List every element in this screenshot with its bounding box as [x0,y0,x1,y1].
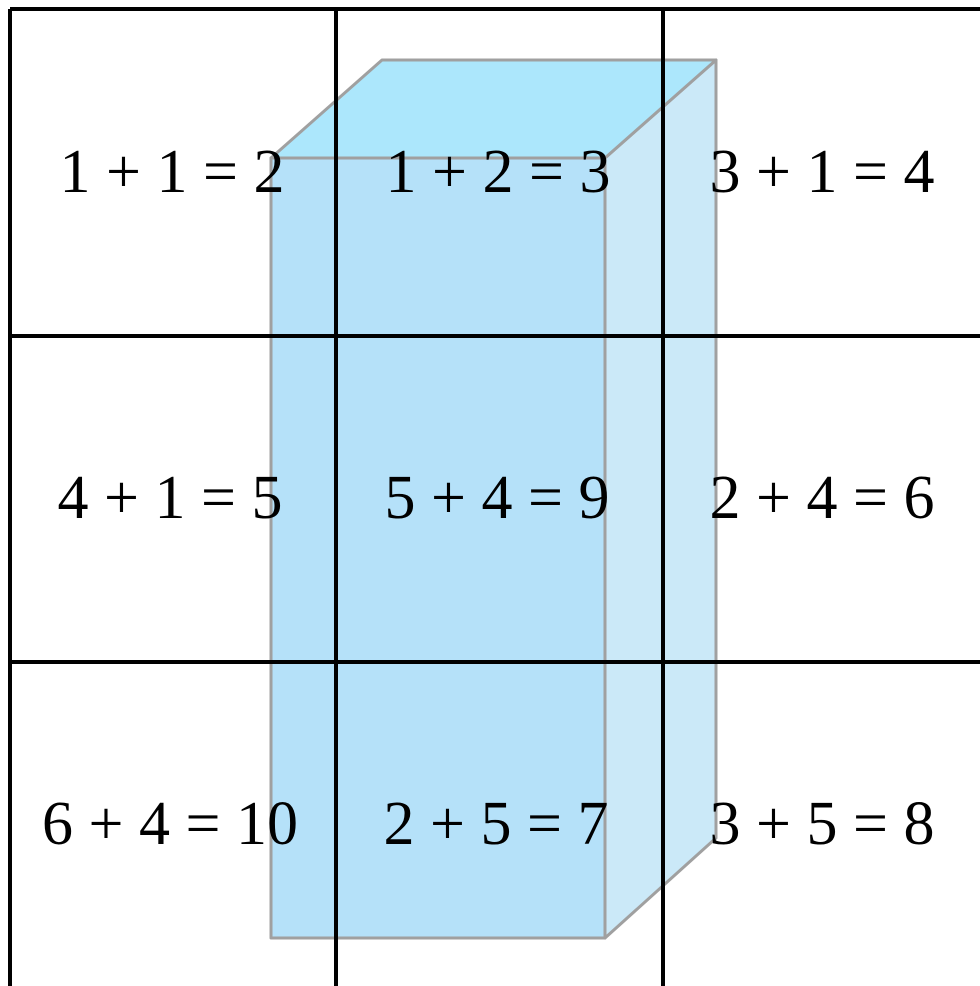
prism-side-face [603,58,718,940]
cell-r3c2: 2 + 5 = 7 [383,790,609,858]
cell-r2c1: 4 + 1 = 5 [57,464,283,532]
grid-lines [8,7,980,986]
cell-r1c1: 1 + 1 = 2 [59,138,285,206]
prism-front-face [269,156,607,940]
cell-r2c2: 5 + 4 = 9 [384,464,610,532]
cell-r1c2: 1 + 2 = 3 [385,138,611,206]
cell-r2c3: 2 + 4 = 6 [709,464,935,532]
prism [269,58,718,940]
cell-r3c3: 3 + 5 = 8 [709,790,935,858]
cell-r1c3: 3 + 1 = 4 [709,138,935,206]
cell-r3c1: 6 + 4 = 10 [42,790,298,858]
